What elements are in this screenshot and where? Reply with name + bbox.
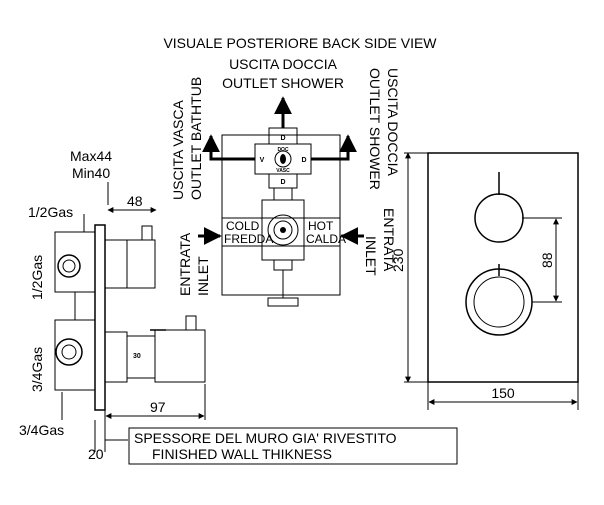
diverter-body: D DOC V D VASC D — [254, 127, 312, 189]
wall — [94, 224, 106, 411]
outlet-shower-top-en: OUTLET SHOWER — [222, 75, 344, 91]
dim-min: Min40 — [72, 165, 110, 181]
svg-text:D: D — [280, 179, 285, 186]
back-view-frame — [221, 134, 341, 296]
svg-text:D: D — [301, 157, 306, 164]
outlet-bathtub-it: USCITA VASCA — [170, 99, 186, 200]
dim-88: 88 — [539, 252, 555, 268]
outlet-shower-side-en: OUTLET SHOWER — [367, 68, 383, 190]
cold-label-it: FREDDA — [224, 232, 273, 246]
inlet-band — [221, 217, 341, 247]
svg-text:D: D — [280, 135, 285, 142]
gas-top: 1/2Gas — [28, 204, 73, 220]
gas-bottom: 3/4Gas — [19, 422, 64, 438]
inlet-right-en: INLET — [363, 236, 379, 276]
front-plate — [427, 152, 579, 383]
inlet-right-it: ENTRATA — [381, 208, 397, 272]
wall-note-line1: SPESSORE DEL MURO GIA' RIVESTITO — [134, 430, 397, 446]
back-view: USCITA DOCCIA OUTLET SHOWER USCITA VASCA… — [170, 56, 401, 307]
dim-150: 150 — [491, 385, 515, 401]
arrow-outlet-bathtub — [202, 134, 255, 161]
inlet-left-en: INLET — [195, 256, 211, 296]
side-view: Max44 Min40 48 1/2Gas 1/2Gas 3/4Gas 30 — [19, 148, 206, 462]
dim-97: 97 — [150, 399, 166, 415]
bottom-nut — [267, 297, 299, 307]
gas-left-vertical: 1/2Gas — [29, 255, 45, 300]
arrow-outlet-shower-side — [311, 134, 357, 161]
hot-label-en: HOT — [308, 219, 334, 233]
header-title: VISUALE POSTERIORE BACK SIDE VIEW — [163, 35, 437, 51]
outlet-bathtub-en: OUTLET BATHTUB — [188, 77, 204, 200]
wall-note-line2: FINISHED WALL THIKNESS — [152, 446, 332, 462]
svg-text:V: V — [260, 157, 265, 164]
dim-20: 20 — [88, 446, 104, 462]
dim-48: 48 — [127, 193, 143, 209]
hot-label-it: CALDA — [306, 232, 346, 246]
dial-30: 30 — [133, 353, 141, 360]
outlet-shower-top-it: USCITA DOCCIA — [229, 56, 338, 72]
front-view: 230 88 150 — [390, 152, 579, 410]
gas-lower-vertical: 3/4Gas — [29, 347, 45, 392]
cold-label-en: COLD — [226, 219, 260, 233]
dim-230: 230 — [390, 248, 406, 272]
svg-text:DOC: DOC — [277, 147, 289, 153]
inlet-left-it: ENTRATA — [177, 232, 193, 296]
dim-max: Max44 — [70, 148, 112, 164]
outlet-shower-side-it: USCITA DOCCIA — [385, 68, 401, 177]
svg-text:VASC: VASC — [276, 168, 290, 174]
wall-note-box — [128, 427, 458, 465]
